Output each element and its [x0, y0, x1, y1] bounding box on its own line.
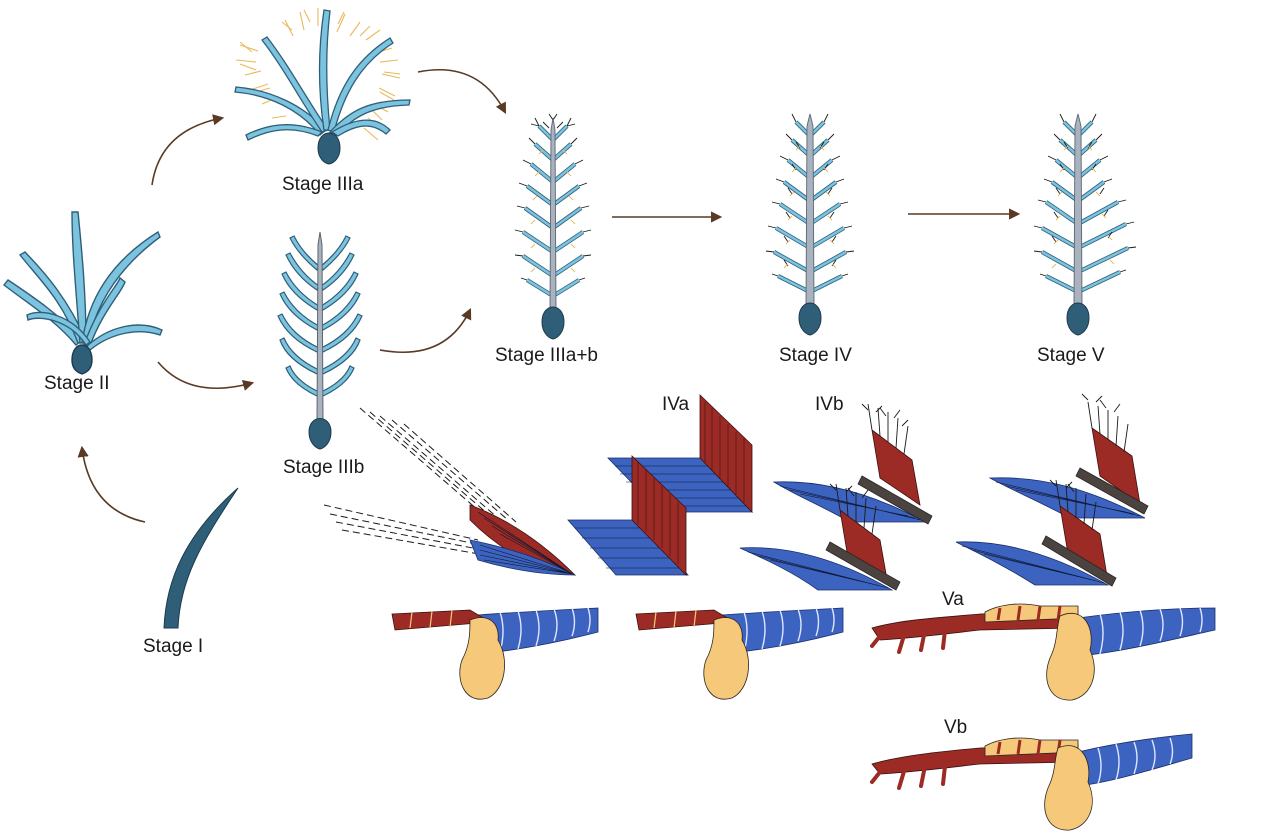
label-stage-iiiab: Stage IIIa+b [495, 345, 598, 366]
iva-detail [567, 394, 753, 576]
stage-iiiab-feather [514, 113, 592, 340]
ivb-detail [739, 403, 933, 591]
barbule-section-va [870, 603, 1216, 701]
stage-iiib-feather [277, 231, 363, 450]
stage-iv-feather [765, 113, 855, 336]
stage-iiia-feather [234, 8, 411, 165]
feather-icon [163, 487, 239, 629]
label-stage-iiia: Stage IIIa [282, 174, 364, 195]
arrow-icon [77, 445, 146, 523]
iiib-barbule-detail [323, 407, 577, 576]
arrow-icon [151, 114, 225, 186]
label-stage-iiib: Stage IIIb [283, 457, 364, 478]
label-va: Va [942, 589, 964, 610]
arrows [77, 68, 1021, 523]
stage-ii-feather [3, 211, 163, 375]
label-stage-ii: Stage II [44, 373, 110, 394]
v-detail [955, 393, 1149, 587]
barbule-section-1 [391, 607, 599, 700]
labels: Stage I Stage II Stage IIIa Stage IIIb S… [44, 174, 1105, 738]
arrow-icon [379, 307, 472, 354]
barbule-section-vb [870, 733, 1193, 831]
label-vb: Vb [944, 717, 967, 738]
label-iva: IVa [662, 394, 690, 415]
arrow-icon [417, 68, 507, 114]
stage-i-feather [163, 487, 239, 629]
label-stage-v: Stage V [1037, 345, 1105, 366]
label-stage-iv: Stage IV [779, 345, 852, 366]
arrow-icon [157, 361, 255, 391]
label-stage-i: Stage I [143, 636, 203, 657]
stage-v-feather [1033, 113, 1137, 336]
barbule-section-2 [635, 607, 844, 700]
label-ivb: IVb [815, 394, 844, 415]
